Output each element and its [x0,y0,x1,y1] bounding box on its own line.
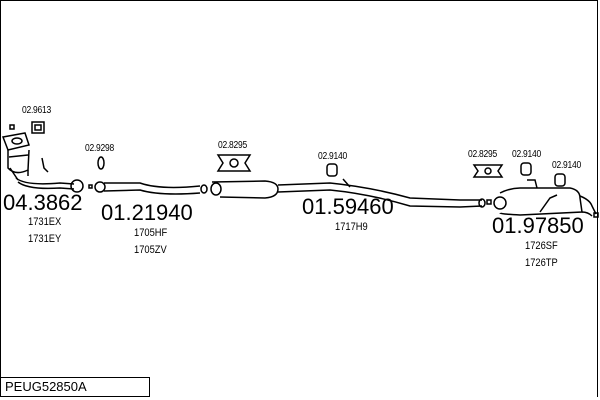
front-flange [70,179,84,193]
part-ref: 1731EX [28,216,62,228]
front-pipe [15,177,75,185]
middle-pipe [104,182,201,189]
part-number: 01.21940 [101,200,193,225]
accessory-number: 02.8295 [218,140,247,151]
diagram-code: PEUG52850A [0,377,150,397]
accessory-number: 02.9298 [85,143,114,154]
hanger-icon [216,154,566,187]
center-silencer [211,180,279,199]
catalytic-converter [1,124,49,181]
accessory-number: 02.9140 [552,160,581,171]
rear-silencer [499,187,583,216]
accessory-number: 02.8295 [468,149,497,160]
part-number: 01.59460 [302,194,394,219]
ring-icon [97,156,105,170]
part-ref: 1705HF [134,227,168,239]
part-ref: 1705ZV [134,244,167,256]
gasket-icon [31,121,45,134]
accessory-number: 02.9140 [318,151,347,162]
part-number: 04.3862 [3,190,83,215]
accessory-number: 02.9140 [512,149,541,160]
part-ref: 1726TP [525,257,558,269]
part-number: 01.97850 [492,213,584,238]
middle-flange [94,181,106,193]
part-ref: 1726SF [525,240,558,252]
part-ref: 1731EY [28,233,62,245]
part-ref: 1717H9 [335,221,368,233]
accessory-number: 02.9613 [22,105,51,116]
